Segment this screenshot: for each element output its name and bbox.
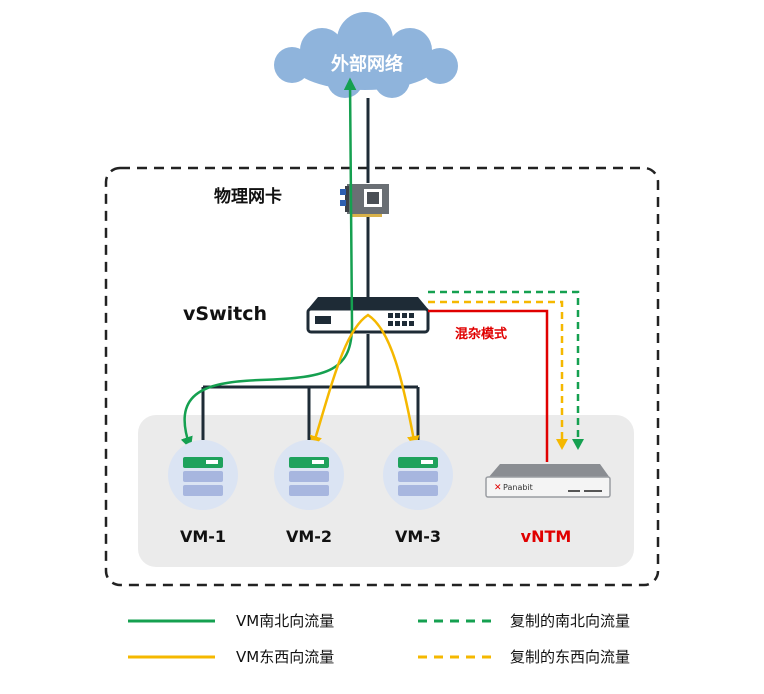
mirror-ns-line bbox=[428, 290, 580, 446]
legend-ns-label: VM南北向流量 bbox=[236, 612, 334, 630]
vm2-label: VM-2 bbox=[286, 527, 332, 546]
vm1-label: VM-1 bbox=[180, 527, 226, 546]
ew-flow-curve bbox=[309, 313, 420, 449]
legend: VM南北向流量 VM东西向流量 复制的南北向流量 复制的东西向流量 bbox=[128, 612, 630, 666]
legend-copy-ns-label: 复制的南北向流量 bbox=[510, 612, 630, 630]
vm2-server-icon bbox=[274, 440, 344, 510]
vm-zone bbox=[138, 415, 634, 567]
legend-ew-label: VM东西向流量 bbox=[236, 648, 334, 666]
nic-label: 物理网卡 bbox=[214, 186, 282, 207]
promisc-link bbox=[428, 309, 549, 462]
vswitch-label: vSwitch bbox=[183, 303, 267, 325]
vm3-server-icon bbox=[383, 440, 453, 510]
legend-copy-ew-label: 复制的东西向流量 bbox=[510, 648, 630, 666]
mirror-ew-line bbox=[428, 300, 564, 446]
host-boundary bbox=[104, 166, 660, 587]
vntm-appliance-icon: ✕ Panabit bbox=[485, 464, 611, 498]
mirror-ns-arrowhead bbox=[572, 439, 584, 450]
cloud-label: 外部网络 bbox=[331, 53, 403, 75]
mirror-ew-arrowhead bbox=[556, 439, 568, 450]
vntm-label: vNTM bbox=[521, 527, 572, 546]
vntm-brand-text: Panabit bbox=[503, 483, 533, 492]
panabit-logo-icon: ✕ bbox=[494, 483, 502, 493]
vm1-server-icon bbox=[168, 440, 238, 510]
promisc-label: 混杂模式 bbox=[455, 326, 507, 342]
nic-card-icon bbox=[340, 184, 389, 217]
ns-flow-curve bbox=[180, 77, 357, 450]
vm3-label: VM-3 bbox=[395, 527, 441, 546]
